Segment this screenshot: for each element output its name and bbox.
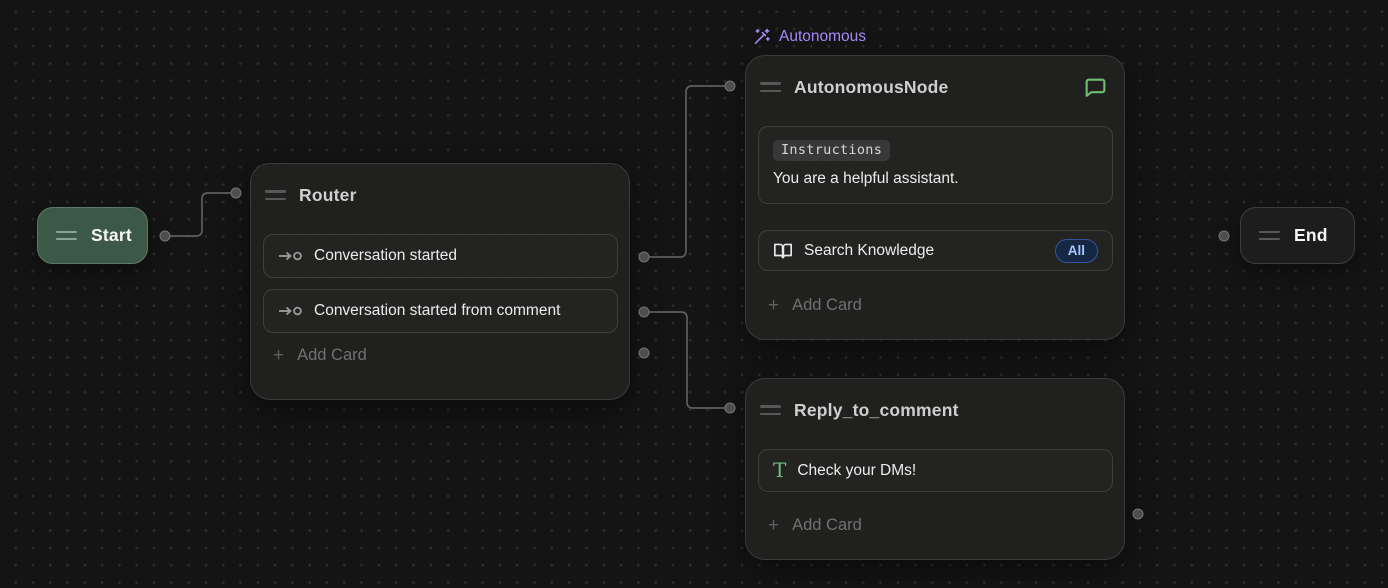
autonomous-search-knowledge-card[interactable]: Search Knowledge All bbox=[758, 230, 1113, 271]
plus-icon: + bbox=[768, 295, 780, 316]
port-router-output-3[interactable] bbox=[638, 347, 650, 359]
arrow-to-circle-icon bbox=[278, 250, 303, 262]
node-end[interactable]: End bbox=[1240, 207, 1355, 264]
chat-bubble-icon[interactable] bbox=[1083, 75, 1108, 100]
router-card-label: Conversation started from comment bbox=[314, 302, 561, 319]
reply-add-card-button[interactable]: + Add Card bbox=[768, 516, 862, 535]
reply-title: Reply_to_comment bbox=[794, 399, 959, 420]
drag-handle-icon[interactable] bbox=[760, 405, 781, 415]
router-add-card-button[interactable]: + Add Card bbox=[273, 346, 367, 365]
autonomous-badge: Autonomous bbox=[752, 27, 866, 46]
node-router[interactable]: Router Conversation started Conversation… bbox=[250, 163, 630, 400]
drag-handle-icon[interactable] bbox=[760, 82, 781, 92]
end-node-label: End bbox=[1294, 225, 1328, 245]
plus-icon: + bbox=[273, 345, 285, 366]
node-start[interactable]: Start bbox=[37, 207, 148, 264]
drag-handle-icon[interactable] bbox=[56, 230, 77, 241]
port-start-output[interactable] bbox=[159, 230, 171, 242]
port-end-input[interactable] bbox=[1218, 230, 1230, 242]
book-open-icon bbox=[773, 242, 793, 260]
autonomous-header[interactable]: AutonomousNode bbox=[760, 72, 1108, 102]
wand-sparkles-icon bbox=[752, 27, 771, 46]
drag-handle-icon[interactable] bbox=[265, 190, 286, 200]
add-card-label: Add Card bbox=[792, 516, 862, 534]
port-router-output-1[interactable] bbox=[638, 251, 650, 263]
text-tool-icon: T bbox=[773, 457, 787, 482]
autonomous-add-card-button[interactable]: + Add Card bbox=[768, 296, 862, 315]
node-autonomous[interactable]: AutonomousNode Instructions You are a he… bbox=[745, 55, 1125, 340]
port-autonomous-input[interactable] bbox=[724, 80, 736, 92]
drag-handle-icon[interactable] bbox=[1259, 230, 1280, 241]
reply-message-text: Check your DMs! bbox=[797, 461, 917, 479]
router-header[interactable]: Router bbox=[265, 180, 613, 210]
router-title: Router bbox=[299, 184, 357, 205]
edge-router-autonomous bbox=[643, 85, 731, 258]
edge-start-router bbox=[164, 192, 237, 237]
port-router-input[interactable] bbox=[230, 187, 242, 199]
start-node-label: Start bbox=[91, 225, 132, 245]
router-card-conversation-started-from-comment[interactable]: Conversation started from comment bbox=[263, 289, 618, 333]
reply-header[interactable]: Reply_to_comment bbox=[760, 395, 1108, 425]
autonomous-badge-label: Autonomous bbox=[779, 27, 867, 45]
autonomous-instructions-card[interactable]: Instructions You are a helpful assistant… bbox=[758, 126, 1113, 204]
node-reply-to-comment[interactable]: Reply_to_comment T Check your DMs! + Add… bbox=[745, 378, 1125, 560]
port-router-output-2[interactable] bbox=[638, 306, 650, 318]
knowledge-scope-badge[interactable]: All bbox=[1054, 238, 1098, 263]
port-reply-input[interactable] bbox=[724, 402, 736, 414]
router-card-label: Conversation started bbox=[314, 247, 458, 264]
instructions-text: You are a helpful assistant. bbox=[773, 170, 959, 187]
add-card-label: Add Card bbox=[297, 346, 367, 364]
search-knowledge-label: Search Knowledge bbox=[804, 241, 935, 259]
edge-router-reply bbox=[643, 311, 731, 409]
add-card-label: Add Card bbox=[792, 296, 862, 314]
reply-message-card[interactable]: T Check your DMs! bbox=[758, 449, 1113, 492]
instructions-chip: Instructions bbox=[773, 140, 891, 161]
router-card-conversation-started[interactable]: Conversation started bbox=[263, 234, 618, 278]
arrow-to-circle-icon bbox=[278, 305, 303, 317]
autonomous-title: AutonomousNode bbox=[794, 76, 949, 97]
port-reply-output[interactable] bbox=[1132, 508, 1144, 520]
plus-icon: + bbox=[768, 515, 780, 536]
